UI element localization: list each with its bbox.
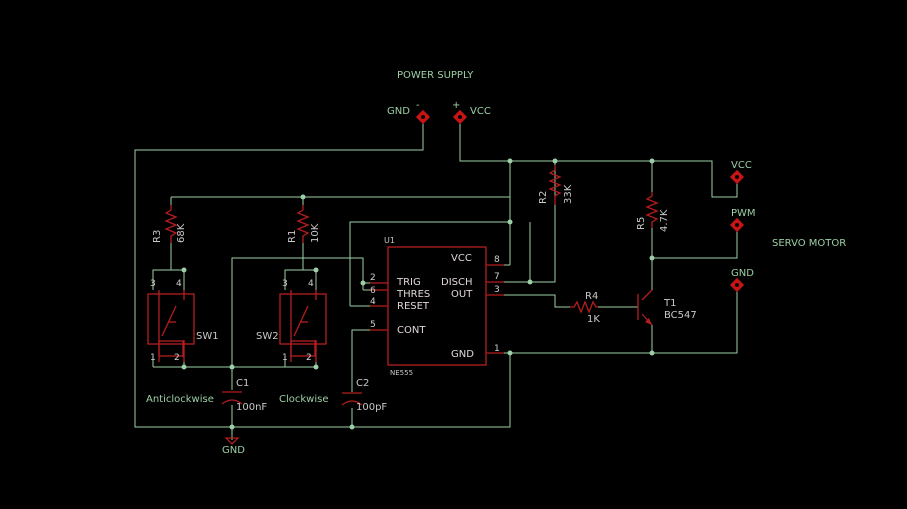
minus-sign: - [416,100,420,111]
resistor-r1[interactable]: R1 10K [287,205,321,243]
sw1-pin3: 3 [150,279,156,289]
power-supply-label: POWER SUPPLY [397,70,474,81]
pin-5-number: 5 [370,320,376,330]
wires [134,118,738,440]
c2-name: C2 [356,378,369,389]
sw2-pin2: 2 [306,353,312,363]
sw2-pin1: 1 [282,353,288,363]
sw1-name: SW1 [196,331,219,342]
sw1-pin1: 1 [150,353,156,363]
pin-2-number: 2 [370,273,376,283]
pin-1-number: 1 [494,344,500,354]
sw2-pin4: 4 [308,279,314,289]
pin-gnd-label: GND [451,349,474,360]
servo-pwm-pad[interactable] [729,217,745,233]
resistor-r4[interactable]: R4 1K [570,291,600,325]
servo-gnd-pad[interactable] [729,277,745,293]
u1-name: U1 [384,236,395,245]
capacitor-c1[interactable]: C1 100nF [221,378,267,413]
r4-value: 1K [587,314,600,325]
r3-value: 68K [176,223,187,243]
resistor-r3[interactable]: R3 68K [152,205,187,243]
r1-name: R1 [287,230,298,243]
pin-vcc-label: VCC [451,253,472,264]
u1-value: NE555 [390,369,413,377]
pin-cont-label: CONT [397,325,426,336]
t1-name: T1 [663,298,676,309]
servo-vcc-pad[interactable] [729,169,745,185]
pin-thres-label: THRES [396,289,430,300]
pin-trig-label: TRIG [396,277,421,288]
power-vcc-pad[interactable] [452,109,468,125]
clockwise-label: Clockwise [279,394,329,405]
c1-name: C1 [236,378,249,389]
pwm-label: PWM [731,208,756,219]
pin-disch-label: DISCH [441,277,473,288]
pin-3-number: 3 [494,285,500,295]
pin-out-label: OUT [451,289,473,300]
vcc-right-label: VCC [731,160,752,171]
plus-sign: + [452,100,460,111]
sw1-pin2: 2 [174,353,180,363]
r5-name: R5 [636,217,647,230]
gnd-top-label: GND [387,106,410,117]
junctions [181,158,655,430]
servo-motor-label: SERVO MOTOR [772,238,846,249]
capacitor-c2[interactable]: C2 100pF [341,378,387,413]
r3-name: R3 [152,230,163,243]
pin-4-number: 4 [370,297,376,307]
switch-sw2[interactable]: 3 4 1 2 SW2 [256,279,327,363]
gnd-bottom-label: GND [222,445,245,456]
power-gnd-pad[interactable] [415,109,431,125]
ground-symbol: GND [222,437,245,456]
sw2-pin3: 3 [282,279,288,289]
r1-value: 10K [310,223,321,243]
r4-name: R4 [585,291,598,302]
r5-value: 4.7K [659,209,670,232]
pin-7-number: 7 [494,272,500,282]
c1-value: 100nF [236,402,267,413]
anticlockwise-label: Anticlockwise [146,394,214,405]
switch-sw1[interactable]: 3 4 1 2 SW1 [147,279,219,363]
resistor-r5[interactable]: R5 4.7K [636,192,670,232]
gnd-right-label: GND [731,268,754,279]
t1-value: BC547 [664,310,697,321]
c2-value: 100pF [356,402,387,413]
pin-8-number: 8 [494,255,500,265]
pin-6-number: 6 [370,286,376,296]
transistor-t1[interactable]: T1 BC547 [637,289,697,326]
sw2-name: SW2 [256,331,279,342]
resistor-r2[interactable]: R2 33K [538,165,574,205]
r2-name: R2 [538,191,549,204]
vcc-top-label: VCC [470,106,491,117]
pin-reset-label: RESET [397,301,430,312]
sw1-pin4: 4 [176,279,182,289]
r2-value: 33K [563,184,574,204]
ic-u1[interactable]: U1 NE555 TRIG THRES RESET CONT VCC DISCH… [370,236,504,377]
